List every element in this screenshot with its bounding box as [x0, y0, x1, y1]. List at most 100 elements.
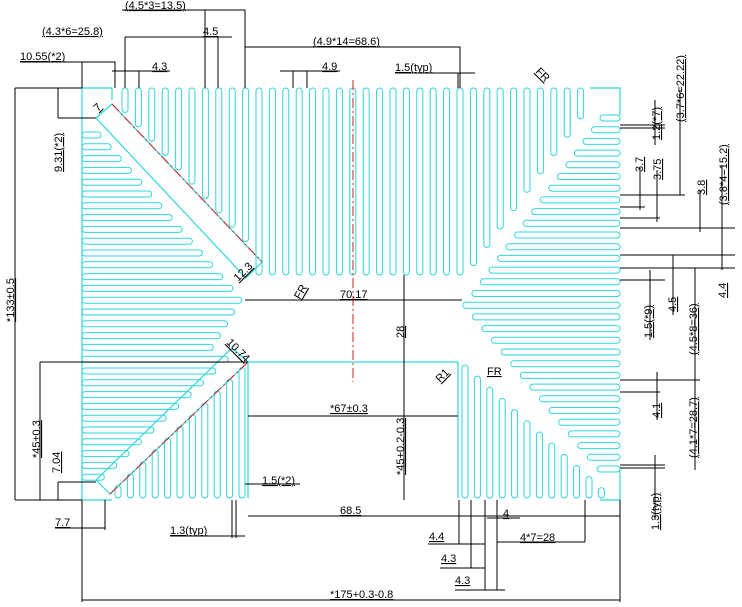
fin [151, 449, 159, 499]
fin [563, 87, 571, 138]
fin [522, 219, 621, 227]
fin [81, 355, 229, 363]
fin [573, 149, 621, 157]
fin [81, 284, 234, 292]
fin [81, 225, 183, 233]
fin [479, 278, 621, 286]
dim-label: 4.5 [667, 297, 679, 312]
fin [590, 126, 621, 134]
fin [228, 87, 236, 228]
fin [81, 237, 193, 245]
fin [497, 254, 621, 262]
fin [126, 473, 134, 499]
dim-label: 4 [503, 508, 509, 520]
fin [597, 487, 605, 499]
fin [81, 320, 229, 328]
fin [500, 348, 621, 356]
dim-label: 7.04 [51, 452, 63, 473]
dim-label: 1.5(*2) [262, 475, 295, 487]
dimension-lines [14, 9, 735, 602]
fin [139, 461, 147, 499]
fin [556, 173, 621, 180]
fin [121, 87, 129, 113]
fin [213, 390, 221, 499]
fin [81, 214, 173, 222]
fin [536, 87, 544, 175]
fin [148, 87, 156, 142]
dim-label: *45±0.3 [31, 420, 43, 458]
fin [539, 196, 621, 204]
fin [81, 414, 167, 422]
dim-label: 1.5(typ) [395, 62, 432, 74]
fin [548, 184, 621, 192]
fin [548, 407, 621, 414]
fin [585, 476, 593, 499]
fin [134, 87, 142, 128]
fin [577, 442, 621, 450]
dim-label: (4.3*6=25.8) [42, 26, 103, 38]
dim-label: 4.4 [717, 283, 729, 298]
dim-label: 12.3 [232, 260, 256, 284]
fin [510, 87, 518, 212]
fin [498, 397, 506, 499]
dim-label: 4*7=28 [520, 532, 555, 544]
fin [81, 249, 203, 257]
fin [473, 375, 481, 499]
fin [456, 87, 464, 276]
fin [81, 273, 224, 281]
fin [389, 87, 397, 276]
dim-label: 28 [395, 326, 407, 338]
fin [81, 308, 236, 316]
fin [81, 261, 214, 269]
fin [481, 325, 621, 333]
dim-label: (4.1*7=28.7) [688, 397, 700, 458]
fin [416, 87, 424, 276]
fin [596, 465, 621, 473]
fin [560, 453, 568, 499]
dim-label: 3.75 [652, 159, 664, 180]
fin [81, 131, 102, 139]
dim-label: 1.5(*9) [643, 305, 655, 338]
fin [81, 402, 180, 410]
fin [226, 378, 234, 499]
fin [201, 402, 209, 499]
fin [81, 379, 204, 387]
fin [81, 450, 130, 458]
fin [164, 437, 172, 499]
fin [529, 383, 621, 391]
dim-label: 4.4 [429, 531, 444, 543]
fin [201, 87, 209, 200]
dim-label: *175+0.3-0.8 [330, 589, 393, 601]
fin [376, 87, 384, 276]
fin [81, 367, 217, 375]
dim-label: R1 [434, 367, 452, 385]
dim-label: (4.5*8=36) [688, 303, 700, 355]
dim-label: 4.3 [152, 61, 167, 73]
fin [175, 87, 183, 171]
fin [242, 87, 250, 243]
dim-label: FR [533, 66, 552, 85]
fin [215, 87, 223, 214]
fin [282, 87, 290, 276]
fin [188, 414, 196, 499]
dim-label: FR [292, 283, 310, 302]
center-lines [109, 80, 354, 495]
fin [471, 290, 621, 297]
dim-label: 70.17 [340, 289, 368, 301]
fin [471, 313, 621, 321]
fin [188, 87, 196, 185]
fin [81, 155, 122, 163]
heatsink-fins [81, 87, 621, 499]
fin [443, 87, 451, 276]
fin [81, 426, 155, 434]
dim-label: 1.3(typ) [170, 525, 207, 537]
fin [81, 202, 163, 210]
dim-label: 1.3(typ) [650, 493, 662, 530]
dimension-labels: (4.5*3=13.5) (4.3*6=25.8) 4.5 (4.9*14=68… [5, 0, 730, 601]
fin [461, 364, 469, 499]
fin [81, 343, 214, 351]
fin [505, 243, 621, 251]
dim-label: 4.9 [322, 61, 337, 73]
dim-label: 4.5 [203, 26, 218, 38]
